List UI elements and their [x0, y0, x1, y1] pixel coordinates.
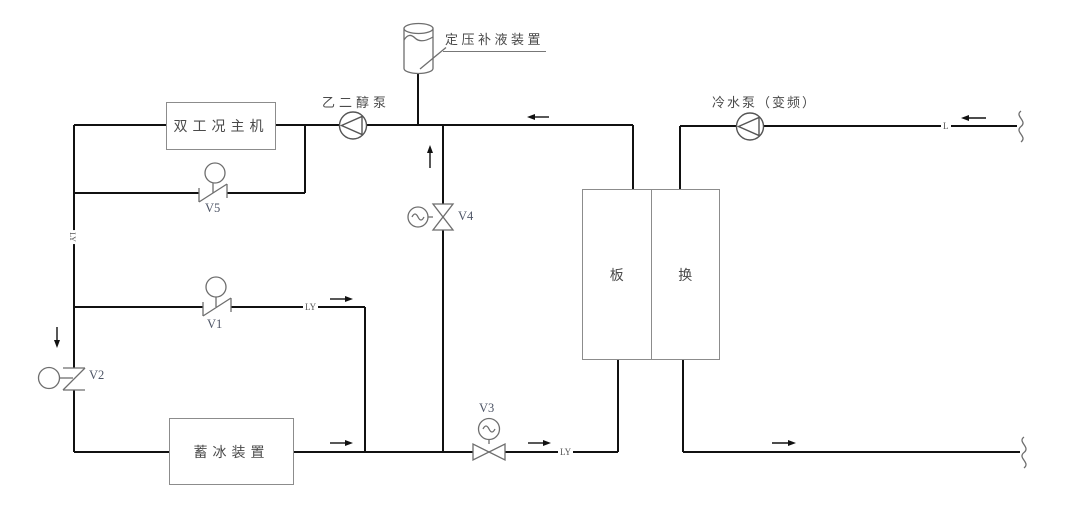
heat-exchanger-box: 板 换 — [582, 189, 720, 360]
flow-arrow-right-bottom — [772, 440, 796, 446]
pipe-tag-ly-v1-branch: LY — [303, 302, 319, 312]
ice-storage-box: 蓄冰装置 — [169, 418, 294, 485]
valve-v4-tag: V4 — [458, 209, 474, 223]
pipe-tag-ly-left-riser: LY — [66, 230, 77, 244]
valve-v1-tag: V1 — [207, 317, 223, 331]
flow-arrow-left-top-mid — [527, 114, 549, 120]
expansion-tank-label: 定压补液装置 — [443, 29, 547, 52]
valve-v5-tag: V5 — [205, 201, 221, 215]
flow-arrow-right-v1-branch — [330, 296, 353, 302]
valve-v5-icon — [198, 162, 228, 203]
flow-arrow-left-top-right — [961, 115, 986, 121]
tank-leader-line — [419, 46, 447, 70]
pipe-tag-l-top-right: L — [941, 121, 951, 131]
valve-v3-icon — [472, 417, 506, 462]
wave-actuator-icon — [482, 425, 496, 433]
valve-v1-icon — [202, 276, 232, 317]
heat-exchanger-left-label: 板 — [609, 268, 624, 284]
valve-v2-tag: V2 — [89, 368, 105, 382]
valve-v2-icon — [37, 366, 86, 391]
heat-exchanger-right-cell: 换 — [652, 190, 720, 359]
flow-arrow-up-v4-branch — [427, 145, 433, 168]
chilled-water-pump-label: 冷水泵（变频） — [712, 95, 818, 110]
chiller-unit-label: 双工况主机 — [173, 120, 269, 135]
heat-exchanger-left-cell: 板 — [583, 190, 652, 359]
heat-exchanger-right-label: 换 — [678, 268, 693, 284]
pipe-break-bottom-icon — [1021, 436, 1027, 469]
ice-storage-label: 蓄冰装置 — [193, 445, 270, 461]
chilled-water-pipes — [679, 125, 1020, 453]
flow-arrow-right-after-v3 — [528, 440, 551, 446]
flow-arrow-down-left-riser — [54, 327, 60, 348]
valve-v4-icon — [407, 203, 455, 231]
chilled-water-pump-icon — [735, 112, 765, 141]
glycol-pump-label: 乙二醇泵 — [322, 95, 391, 110]
pipe-break-top-icon — [1018, 110, 1024, 143]
valve-v3-tag: V3 — [479, 401, 495, 415]
chiller-unit-box: 双工况主机 — [166, 102, 276, 150]
pipe-tag-ly-bottom: LY — [558, 447, 574, 457]
glycol-pump-icon — [338, 111, 368, 140]
wave-actuator-icon — [411, 213, 425, 221]
flow-arrow-right-after-ice — [330, 440, 353, 446]
expansion-tank-icon — [403, 22, 447, 75]
